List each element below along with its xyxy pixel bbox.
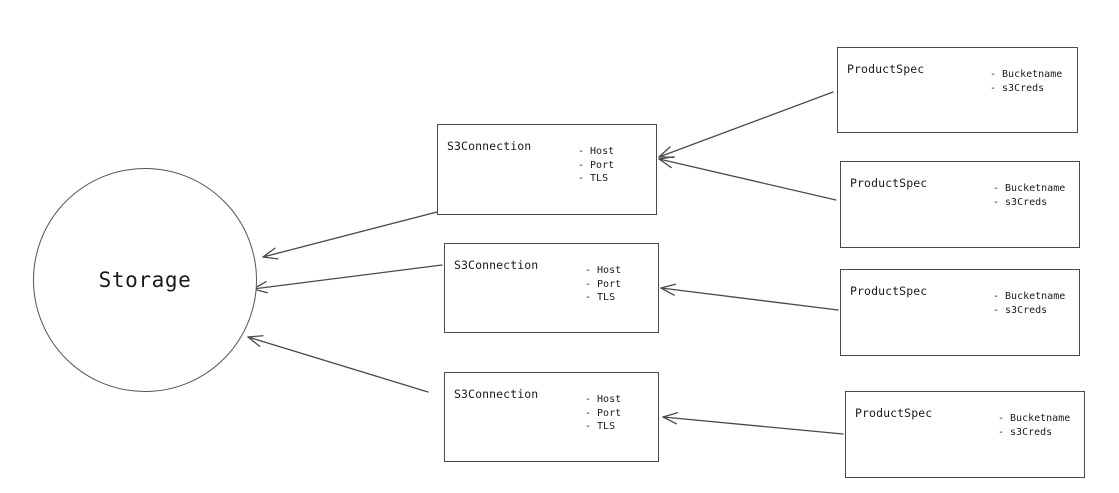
s3connection-attributes: - Host - Port - TLS — [578, 145, 614, 186]
arrow-s3conn-2-to-storage — [252, 264, 443, 294]
arrow-s3conn-3-to-storage — [247, 335, 429, 393]
productspec-attribute-item: - s3Creds — [998, 426, 1053, 438]
productspec-attribute-item: - Bucketname — [993, 291, 1066, 302]
arrow-productspec-1-to-s3conn-1 — [658, 91, 834, 158]
s3connection-attribute-item: - Port — [578, 159, 615, 171]
productspec-attribute-item: - Bucketname — [990, 69, 1063, 80]
productspec-attributes: - Bucketname - s3Creds — [990, 68, 1062, 95]
productspec-node[interactable]: ProductSpec - Bucketname - s3Creds — [845, 391, 1085, 478]
productspec-attributes: - Bucketname - s3Creds — [998, 412, 1070, 439]
s3connection-title: S3Connection — [447, 139, 532, 153]
s3connection-attribute-item: - Host — [585, 265, 622, 276]
productspec-title: ProductSpec — [855, 406, 933, 420]
productspec-title: ProductSpec — [850, 284, 928, 298]
arrow-productspec-4-to-s3conn-3 — [662, 412, 844, 435]
arrow-productspec-2-to-s3conn-1 — [658, 156, 837, 201]
s3connection-title: S3Connection — [454, 387, 539, 401]
s3connection-title: S3Connection — [454, 258, 539, 272]
storage-node[interactable]: Storage — [33, 168, 257, 392]
s3connection-attribute-item: - Host — [578, 146, 615, 157]
s3connection-attributes: - Host - Port - TLS — [585, 264, 621, 305]
s3connection-attribute-item: - TLS — [585, 421, 616, 432]
productspec-attributes: - Bucketname - s3Creds — [993, 290, 1065, 317]
productspec-attribute-item: - Bucketname — [993, 183, 1066, 194]
productspec-node[interactable]: ProductSpec - Bucketname - s3Creds — [840, 161, 1080, 248]
s3connection-node[interactable]: S3Connection - Host - Port - TLS — [437, 124, 657, 215]
arrow-s3conn-1-to-storage — [262, 211, 438, 260]
s3connection-node[interactable]: S3Connection - Host - Port - TLS — [444, 243, 659, 333]
s3connection-attribute-item: - Host — [585, 394, 622, 405]
s3connection-attributes: - Host - Port - TLS — [585, 393, 621, 434]
s3connection-attribute-item: - Port — [585, 407, 622, 419]
productspec-attribute-item: - s3Creds — [993, 304, 1048, 316]
s3connection-attribute-item: - TLS — [585, 292, 616, 303]
arrow-productspec-3-to-s3conn-2 — [660, 283, 839, 311]
productspec-attribute-item: - s3Creds — [993, 196, 1048, 208]
productspec-attributes: - Bucketname - s3Creds — [993, 182, 1065, 209]
s3connection-node[interactable]: S3Connection - Host - Port - TLS — [444, 372, 659, 462]
productspec-node[interactable]: ProductSpec - Bucketname - s3Creds — [837, 47, 1078, 133]
s3connection-attribute-item: - Port — [585, 278, 622, 290]
productspec-title: ProductSpec — [847, 62, 925, 76]
productspec-title: ProductSpec — [850, 176, 928, 190]
productspec-attribute-item: - s3Creds — [990, 82, 1045, 94]
productspec-node[interactable]: ProductSpec - Bucketname - s3Creds — [840, 269, 1080, 356]
productspec-attribute-item: - Bucketname — [998, 413, 1071, 424]
s3connection-attribute-item: - TLS — [578, 173, 609, 184]
storage-node-label: Storage — [98, 268, 192, 292]
